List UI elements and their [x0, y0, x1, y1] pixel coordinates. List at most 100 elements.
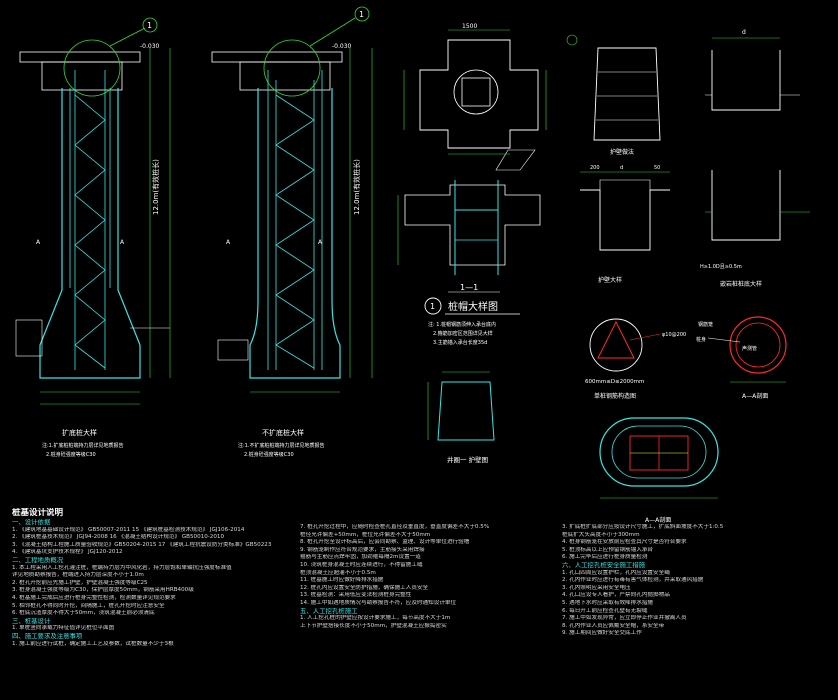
- notes-line: 桩径允许偏差+50mm，桩位允许偏差不大于50mm: [300, 531, 431, 538]
- notes-line: 7. 施工中如发现异常，应立即停止作业并撤离人员: [562, 615, 687, 622]
- aa-ring-inner: [735, 322, 781, 368]
- detail1-title: 桩帽大样图: [448, 300, 498, 313]
- notes-heading: 四、施工要求及注意事项: [12, 632, 83, 640]
- right-callout-leader: [309, 17, 356, 47]
- notes-line: 1. 施工前应进行试桩，确定施工工艺及参数，试桩数量不少于3根: [12, 640, 174, 647]
- notes-column-3-body: 3. 扩底桩扩底部分应按设计尺寸施工，扩底斜面坡度不大于1:0.5 桩底扩大头高…: [562, 524, 832, 638]
- cap-section-11: 1—1: [397, 180, 541, 293]
- left-cap-block: [41, 61, 123, 91]
- left-callout-circle: [63, 39, 121, 97]
- aa-ring-title: A—A剖面: [742, 392, 768, 400]
- retaining-wall-bubble: [566, 34, 578, 46]
- left-callout-number: 1: [147, 21, 152, 30]
- notes-line: 6. 施工完毕后应进行桩身质量检测: [562, 554, 648, 561]
- circle-plan-triangle: [597, 320, 635, 359]
- retaining2-title: 护壁大样: [598, 276, 622, 284]
- notes-line: 上下节护壁搭接长度不小于50mm，护壁混凝土应振捣密实: [300, 622, 447, 629]
- aa-ring-label-1: 钢筋笼: [698, 321, 713, 328]
- cap-plan-dim-text: 1500: [462, 23, 477, 30]
- notes-line: 10. 浇筑桩身混凝土时应连续进行，不得留施工缝: [300, 561, 423, 568]
- retaining2-top: [599, 179, 651, 190]
- notes-line: 2. 《建筑桩基技术规范》 JGJ94-2008 16 《混凝土结构设计规范》 …: [12, 534, 225, 541]
- right-spiral-stirrup: [275, 94, 315, 369]
- detail1-desc-3: 3.主筋锚入承台长度35d: [433, 339, 487, 346]
- guard-ring-detail: 井圈一 护壁图: [427, 371, 495, 464]
- right-cap-block: [239, 61, 331, 91]
- notes-line: 详见地质勘察报告，桩端进入持力层深度不小于1.0m: [12, 572, 144, 579]
- notes-line: 4. 桩基施工完成后应进行桩身完整性检测，检测数量详见规范要求: [12, 594, 176, 601]
- notes-line: 箍筋与主筋应点焊牢固，加劲箍每隔2m设置一道: [300, 554, 421, 561]
- notes-line: 1. 人工挖孔桩的护壁应按设计要求施工，每节高度不大于1m: [300, 615, 451, 622]
- left-pile-note-2: 2.桩身砼强度等级C30: [46, 451, 96, 458]
- right-pile-title: 不扩底桩大样: [262, 428, 304, 437]
- right-note-box: [217, 339, 249, 361]
- retaining-wall-outline: [593, 47, 661, 141]
- rock-socket-top-outline: [711, 50, 781, 111]
- detail1-number: 1: [430, 302, 435, 311]
- aa-oval-section: A—A剖面: [599, 417, 719, 524]
- aa-ring-section: 钢筋笼 桩身 声测管 A—A剖面: [696, 316, 787, 400]
- notes-line: 2. 孔内作业时应进行有毒有害气体检测，并采取通风措施: [562, 577, 704, 584]
- notes-line: 2. 桩孔开挖前应先施工护壁，护壁混凝土强度等级C25: [12, 579, 148, 586]
- cap-plan-small-detail: [495, 149, 536, 171]
- circle-plan-outer: [589, 318, 643, 372]
- detail1-desc-1: 注: 1.桩帽钢筋须伸入承台底内: [428, 321, 496, 328]
- aa-oval-inner: [611, 425, 707, 479]
- cap-plan-square: [461, 77, 491, 107]
- notes-column-3: 3. 扩底桩扩底部分应按设计尺寸施工，扩底斜面坡度不大于1:0.5 桩底扩大头高…: [562, 524, 832, 638]
- notes-line: 9. 钢筋笼制作应符合规范要求，主筋接头采用焊接: [300, 546, 425, 553]
- notes-line: 4. 孔口应设专人看护，严禁向孔内抛掷物品: [562, 592, 670, 599]
- retaining-detail-2: 200 d 50 护壁大样: [580, 165, 670, 284]
- notes-line: 桩顶混凝土应超灌不小于0.5m: [300, 569, 376, 576]
- circle-plan-leader: [629, 333, 661, 341]
- notes-line: 6. 桩底沉渣厚度不得大于50mm，浇筑混凝土前必须清底: [12, 610, 155, 617]
- left-head-elevation: -0.030: [140, 43, 160, 50]
- circle-plan-title: 单桩钢筋构造图: [594, 392, 636, 400]
- rock-socket-title: 嵌岩桩桩底大样: [720, 280, 762, 288]
- retaining-wall-detail: 护壁做法: [566, 34, 661, 156]
- left-section-a: A: [36, 239, 41, 246]
- notes-line: 1. 单桩竖向承载力特征值详见桩位平面图: [12, 625, 115, 632]
- notes-line: 4. 桩身钢筋笼在安放前应检查其尺寸是否符合要求: [562, 539, 687, 546]
- left-pile-detail: 1 12.0m(有效桩长) -0.030 A A 扩底桩大样 注:1.扩底桩桩端…: [15, 17, 171, 458]
- notes-line: 9. 施工期间应做好安全交底工作: [562, 630, 642, 637]
- detail1-bubble: [424, 297, 442, 315]
- right-callout-circle: [263, 39, 321, 97]
- left-callout-leader: [109, 27, 146, 47]
- left-pile-length-label: 12.0m(有效桩长): [151, 159, 160, 215]
- retaining2-dim-200: 200: [590, 165, 600, 171]
- right-cap-slab: [211, 51, 343, 63]
- right-section-a2: A: [318, 239, 323, 246]
- cap-plan-detail: 1500: [403, 23, 547, 171]
- cap-plan-outline: [419, 39, 539, 149]
- section11-outline: [404, 184, 541, 266]
- right-pile-note-2: 2.桩身砼强度等级C30: [244, 451, 294, 458]
- detail1-title-block: 1 桩帽大样图 注: 1.桩帽钢筋须伸入承台底内 2.箍筋加密区范围详见大样 3…: [424, 297, 520, 346]
- aa-oval-title: A—A剖面: [645, 516, 671, 524]
- notes-column-2-body: 7. 桩孔开挖过程中，应随时检查桩孔直径及垂直度，垂直度偏差不大于0.5% 桩径…: [300, 524, 550, 630]
- left-callout-bubble: [142, 17, 158, 33]
- right-callout-bubble: [354, 6, 370, 22]
- notes-line: 1. 本工程采用人工挖孔灌注桩，桩端持力层为中风化岩，持力层饱和单轴抗压强度标准…: [12, 564, 232, 571]
- circle-rebar-plan: φ10@200 600mm≤D≤2000mm 单桩钢筋构造图: [585, 318, 686, 400]
- cap-plan-circle: [453, 69, 499, 115]
- right-pile-length-label: 12.0m(有效桩长): [352, 159, 361, 215]
- detail1-desc-2: 2.箍筋加密区范围详见大样: [433, 330, 493, 337]
- notes-line: 12. 桩孔内应设置安全防护措施，确保施工人员安全: [300, 584, 429, 591]
- notes-line: 桩底扩大头高度不小于300mm: [562, 531, 640, 538]
- aa-oval-outer: [599, 417, 719, 487]
- notes-heading: 三、桩基设计: [12, 617, 51, 625]
- left-section-a2: A: [120, 239, 125, 246]
- aa-ring-label-2: 桩身: [696, 336, 706, 343]
- notes-line: 14. 施工中如遇地质情况与勘察报告不符，应及时通知设计单位: [300, 599, 457, 606]
- notes-line: 8. 孔内作业人员应佩戴安全帽，系安全带: [562, 622, 665, 629]
- notes-line: 5. 遇地下水时应采取有效降排水措施: [562, 599, 654, 606]
- rock-socket-bottom-outline: [711, 170, 781, 241]
- right-head-elevation: -0.030: [332, 43, 352, 50]
- right-callout-number: 1: [359, 10, 364, 19]
- left-ground-block: [15, 319, 43, 357]
- rock-socket-dim-d: d: [742, 29, 746, 36]
- left-pile-title: 扩底桩大样: [62, 428, 97, 437]
